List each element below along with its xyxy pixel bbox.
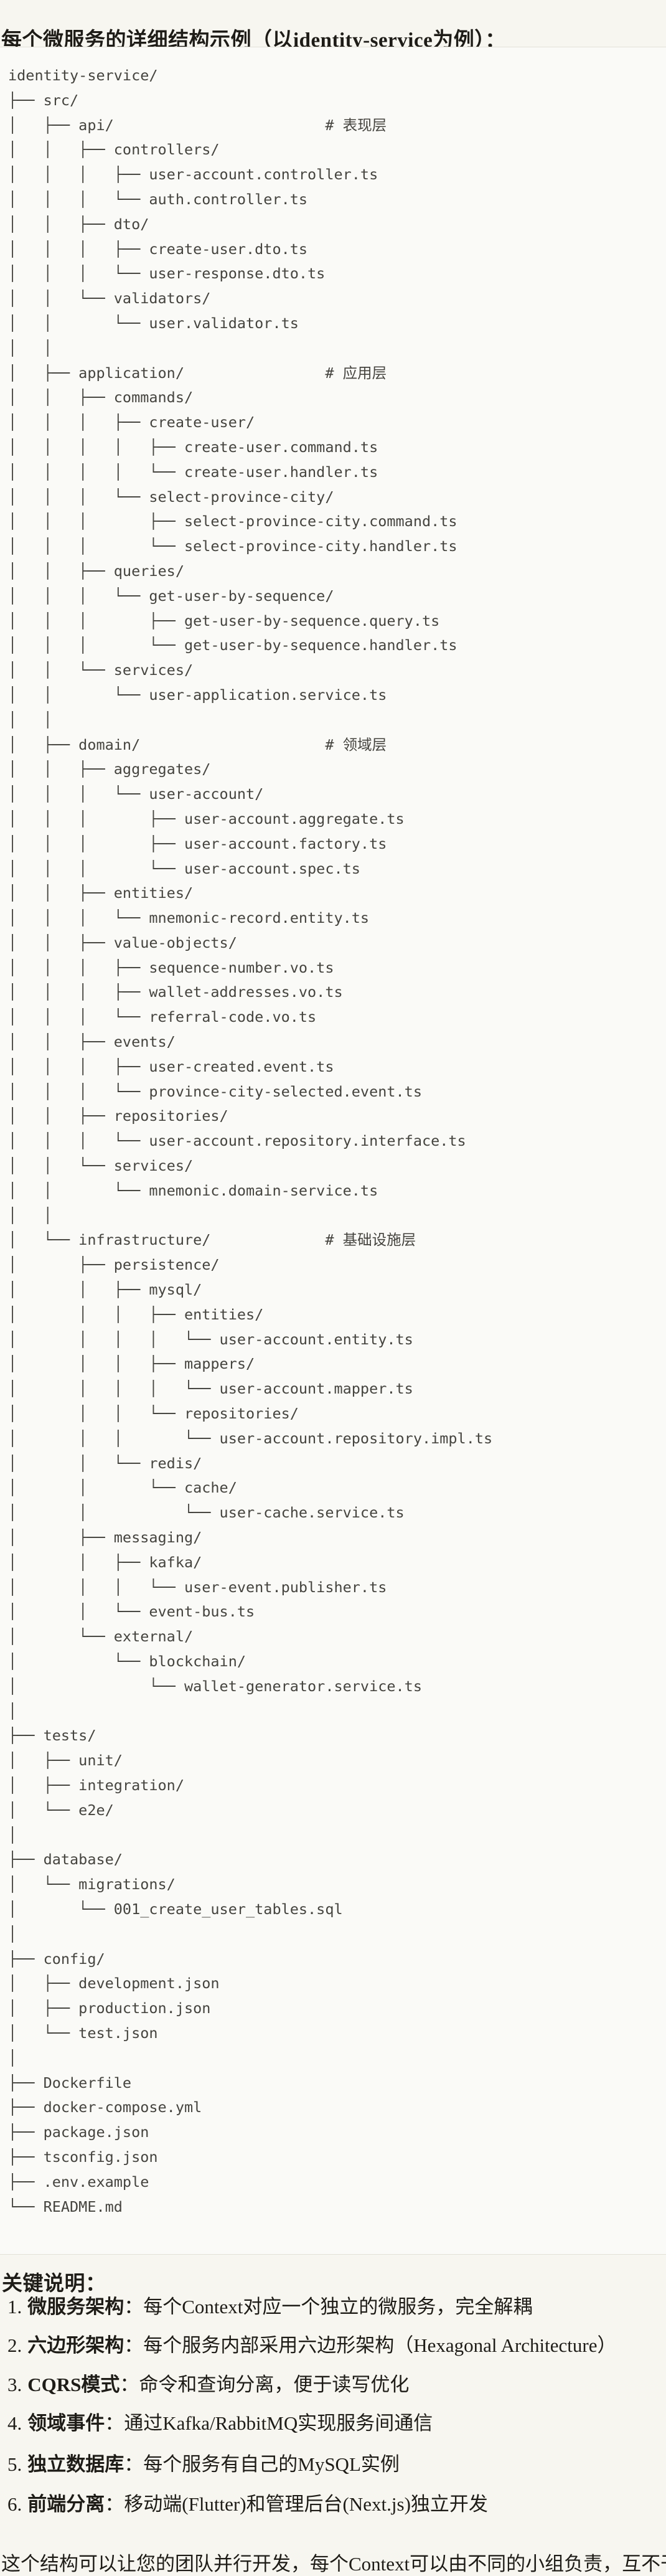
closing-paragraph: 这个结构可以让您的团队并行开发，每个Context可以由不同的小组负责，互不干扰… xyxy=(1,2553,666,2575)
note-label: 独立数据库 xyxy=(27,2453,124,2475)
note-number: 2. xyxy=(7,2334,22,2356)
note-item-3: 3.CQRS模式：命令和查询分离，便于读写优化 xyxy=(7,2373,662,2397)
directory-tree-code-block: identity-service/ ├── src/ │ ├── api/ # … xyxy=(0,47,666,2255)
note-item-6: 6.前端分离：移动端(Flutter)和管理后台(Next.js)独立开发 xyxy=(7,2493,662,2516)
note-label: 六边形架构 xyxy=(27,2334,124,2356)
note-text: ：通过Kafka/RabbitMQ实现服务间通信 xyxy=(105,2412,433,2434)
directory-tree-text: identity-service/ ├── src/ │ ├── api/ # … xyxy=(8,67,493,2215)
note-number: 5. xyxy=(7,2453,22,2475)
note-number: 4. xyxy=(7,2412,22,2434)
note-number: 6. xyxy=(7,2493,22,2515)
note-item-1: 1.微服务架构：每个Context对应一个独立的微服务，完全解耦 xyxy=(7,2295,662,2319)
notes-heading: 关键说明： xyxy=(2,2273,106,2296)
note-label: 微服务架构 xyxy=(27,2296,124,2318)
note-number: 1. xyxy=(7,2296,22,2318)
note-label: 领域事件 xyxy=(27,2412,105,2434)
note-text: ：命令和查询分离，便于读写优化 xyxy=(120,2374,410,2395)
note-text: ：每个Context对应一个独立的微服务，完全解耦 xyxy=(124,2296,533,2318)
note-item-4: 4.领域事件：通过Kafka/RabbitMQ实现服务间通信 xyxy=(7,2412,662,2435)
note-text: ：移动端(Flutter)和管理后台(Next.js)独立开发 xyxy=(105,2493,488,2515)
note-text: ：每个服务有自己的MySQL实例 xyxy=(124,2453,400,2475)
note-label: 前端分离 xyxy=(27,2493,105,2515)
note-text: ：每个服务内部采用六边形架构（Hexagonal Architecture） xyxy=(124,2334,617,2356)
note-item-5: 5.独立数据库：每个服务有自己的MySQL实例 xyxy=(7,2453,662,2476)
note-number: 3. xyxy=(7,2374,22,2395)
note-item-2: 2.六边形架构：每个服务内部采用六边形架构（Hexagonal Architec… xyxy=(7,2334,662,2357)
note-label: CQRS模式 xyxy=(27,2374,120,2395)
